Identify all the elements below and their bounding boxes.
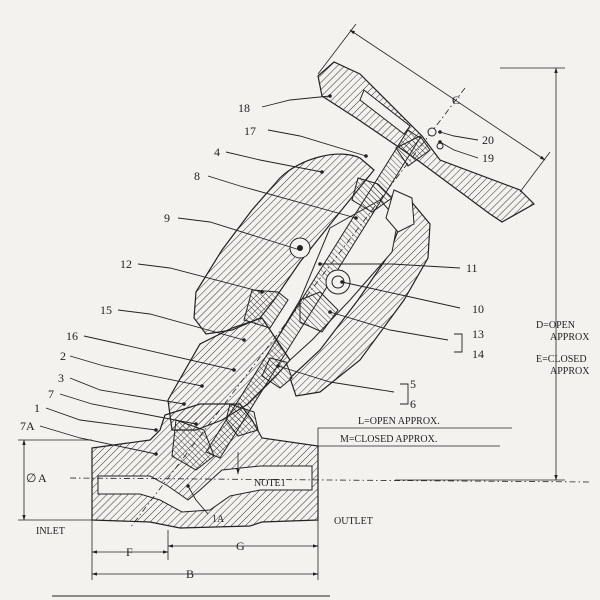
callout-1: 1 [34, 401, 40, 415]
valve-body [91, 403, 319, 529]
note-1: NOTE1 [254, 478, 286, 489]
callout-15: 15 [100, 303, 112, 317]
callout-labels: 18 17 4 8 9 12 15 16 2 3 7 1 7A 20 19 11… [20, 101, 494, 525]
callout-10: 10 [472, 302, 484, 316]
valve-bonnet [167, 153, 431, 431]
note-m-closed: M=CLOSED APPROX. [340, 434, 437, 445]
callout-6: 6 [410, 397, 416, 411]
callout-13: 13 [472, 327, 484, 341]
callout-20: 20 [482, 133, 494, 147]
bolt-head-10 [325, 269, 351, 295]
dim-c-label: C [452, 93, 460, 107]
callout-3: 3 [58, 371, 64, 385]
note-d-open: D=OPEN [536, 320, 575, 331]
callout-2: 2 [60, 349, 66, 363]
callout-17: 17 [244, 124, 256, 138]
callout-5: 5 [410, 377, 416, 391]
inlet-label: INLET [36, 526, 65, 537]
callout-markers [154, 94, 442, 488]
dim-a-label: A [38, 471, 47, 485]
callout-19: 19 [482, 151, 494, 165]
callout-12: 12 [120, 257, 132, 271]
dim-f-label: F [126, 545, 133, 559]
callout-9: 9 [164, 211, 170, 225]
callout-11: 11 [466, 261, 478, 275]
callout-1A: 1A [212, 514, 225, 525]
leader-lines [39, 95, 479, 515]
note-e-closed: E=CLOSED [536, 354, 587, 365]
outlet-label: OUTLET [334, 516, 373, 527]
callout-7A: 7A [20, 419, 35, 433]
callout-7: 7 [48, 387, 54, 401]
dimension-lines [18, 23, 591, 597]
note-e-approx: APPROX [550, 366, 590, 377]
dim-g-label: G [236, 539, 245, 553]
callout-4: 4 [214, 145, 220, 159]
dim-b-label: B [186, 567, 194, 581]
callout-18: 18 [238, 101, 250, 115]
dimension-labels: C ∅ A F G B D=OPEN APPROX E=CLOSED APPRO… [26, 93, 590, 581]
note-l-open: L=OPEN APPROX. [358, 416, 440, 427]
note-d-approx: APPROX [550, 332, 590, 343]
dim-a-symbol: ∅ [26, 471, 36, 485]
callout-14: 14 [472, 347, 484, 361]
callout-16: 16 [66, 329, 78, 343]
callout-8: 8 [194, 169, 200, 183]
